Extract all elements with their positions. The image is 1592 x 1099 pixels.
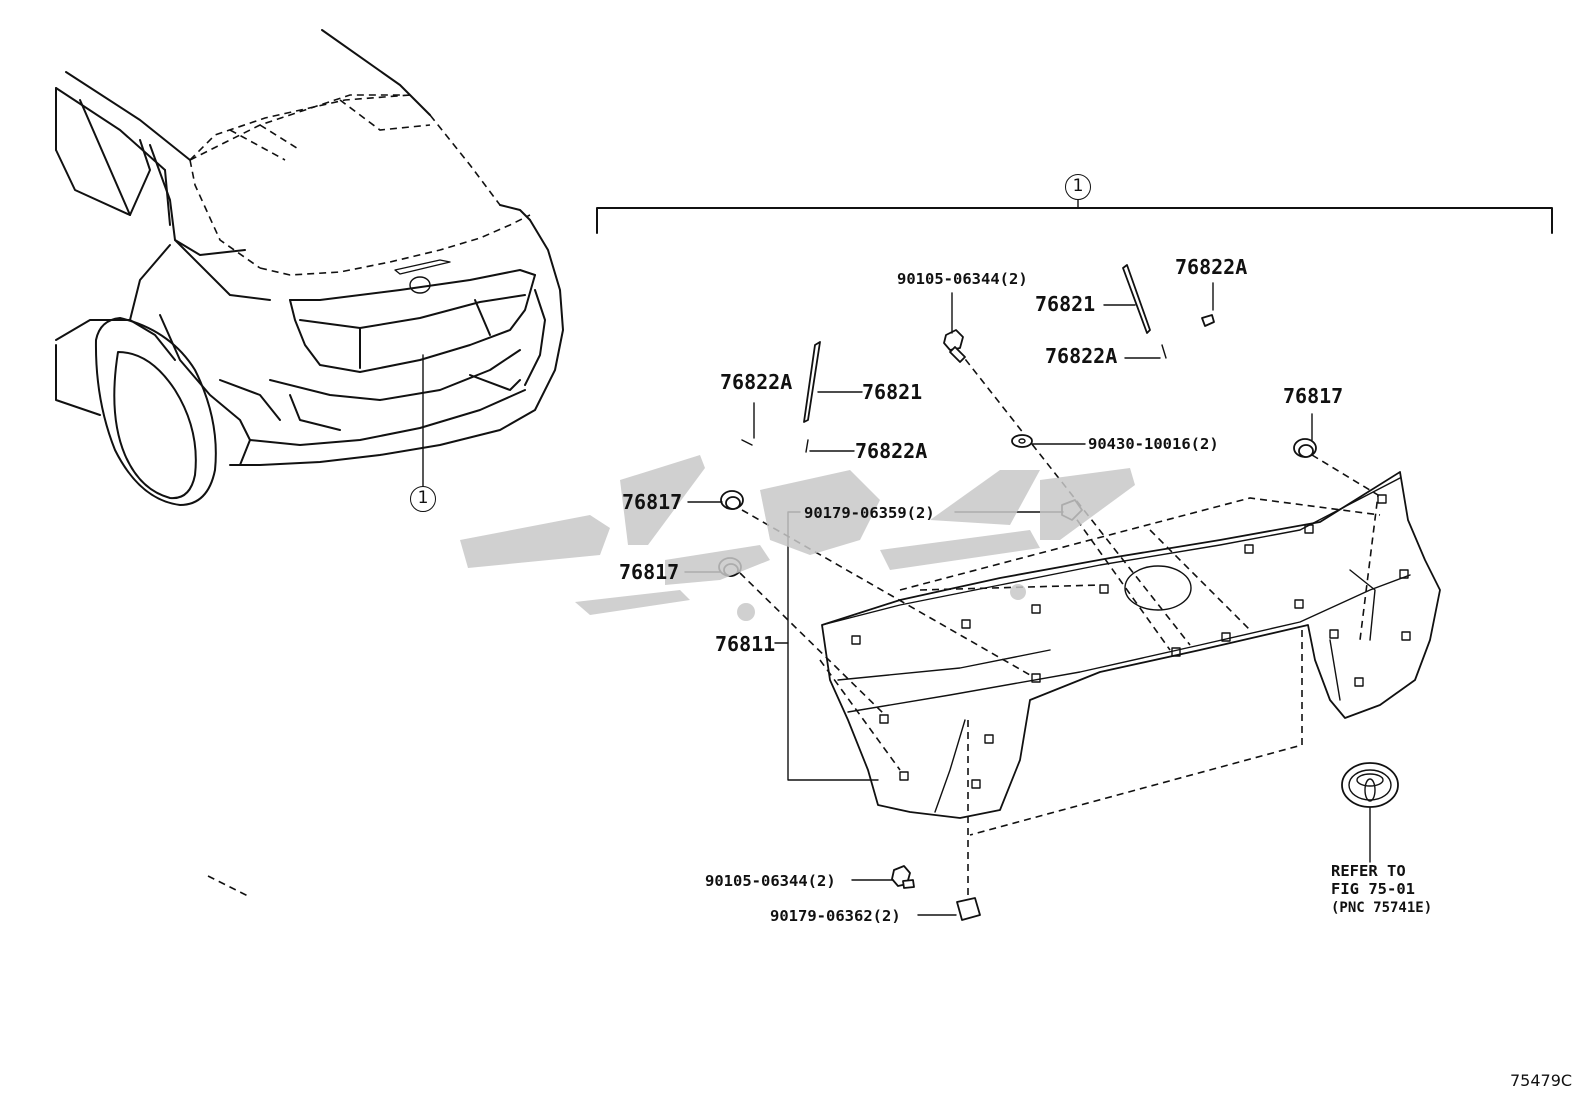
label-76817-left-a: 76817	[622, 490, 683, 514]
tape-76822a-top-right	[1201, 314, 1215, 327]
bolt-90105-bottom	[891, 865, 915, 889]
label-76817-right: 76817	[1283, 384, 1344, 408]
tape-76821-left	[803, 341, 821, 423]
label-76811: 76811	[715, 632, 776, 656]
reference-note-line1: REFER TO	[1331, 862, 1406, 880]
bolt-90105-top	[943, 329, 966, 363]
assembly-callout-top: 1	[1065, 174, 1091, 200]
clip-76817-a	[720, 490, 744, 510]
washer-90430	[1011, 434, 1033, 448]
reference-note-line2: FIG 75-01	[1331, 880, 1415, 898]
clip-90179-06362	[956, 897, 981, 921]
assembly-leaders	[207, 349, 1381, 898]
vehicle-rear-illustration	[55, 29, 564, 506]
tape-76822a-mid	[1161, 344, 1167, 359]
tape-76821-top	[1122, 264, 1151, 334]
reference-note-line3: (PNC 75741E)	[1331, 900, 1433, 916]
label-90179-06362: 90179-06362(2)	[770, 907, 901, 925]
tape-76822a-left-top	[741, 439, 753, 446]
clip-76817-c	[1293, 438, 1317, 458]
label-76821-top: 76821	[1035, 292, 1096, 316]
watermark-logo	[460, 455, 1135, 621]
label-76821-left: 76821	[862, 380, 923, 404]
assembly-bracket	[596, 207, 1553, 234]
small-parts	[718, 264, 1399, 921]
label-76822a-left-top: 76822A	[720, 370, 793, 394]
rear-garnish-panel	[821, 471, 1441, 819]
label-76817-left-b: 76817	[619, 560, 680, 584]
label-76822a-mid-right: 76822A	[1045, 344, 1118, 368]
label-76822a-top-right: 76822A	[1175, 255, 1248, 279]
tape-76822a-left-bottom	[805, 439, 809, 453]
assembly-callout-car: 1	[410, 486, 436, 512]
toyota-emblem-icon	[1341, 762, 1399, 808]
label-90105-bottom: 90105-06344(2)	[705, 872, 836, 890]
label-90430: 90430-10016(2)	[1088, 435, 1219, 453]
figure-number: 75479C	[1510, 1071, 1573, 1090]
label-90105-top: 90105-06344(2)	[897, 270, 1028, 288]
label-90179-06359: 90179-06359(2)	[804, 504, 935, 522]
label-76822a-left-bottom: 76822A	[855, 439, 928, 463]
